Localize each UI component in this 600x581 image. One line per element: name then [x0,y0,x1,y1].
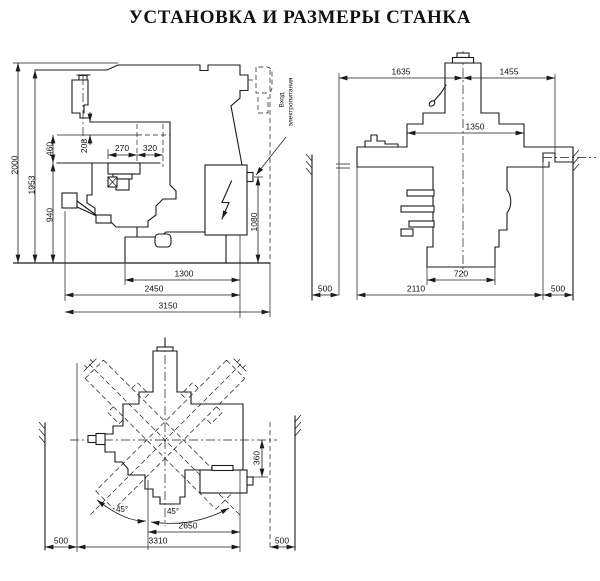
dim-360: 360 [252,439,268,478]
dim-1300: 1300 [124,264,241,285]
dim-label: 460 [45,142,55,156]
dim-label: 1350 [466,122,485,132]
dim-label: 320 [143,143,157,153]
dim-3310: 3310 [76,363,241,552]
wall-right [294,414,302,551]
wall-right [572,149,580,301]
dim-500-left: 500 [311,284,340,298]
plan-machine-outline [356,52,574,268]
lamp-arm [61,192,112,224]
dim-3150: 3150 [64,263,271,317]
dim-label: 1455 [500,67,519,77]
dim-2450: 2450 [64,211,241,301]
swivel-machine-outline [87,337,254,505]
dim-label: 500 [275,536,289,546]
dim-208: 208 [79,112,93,153]
dim-label: 208 [79,139,89,153]
dim-label: 940 [45,208,55,222]
angle-label: 45° [116,505,128,514]
dim-label: 1300 [175,269,194,279]
arbor-handle [95,432,106,446]
support-symbol [107,176,118,188]
dim-label: 2450 [145,284,164,294]
dim-1635: 1635 [338,67,464,295]
power-input-callout: Вход электропитания [255,77,295,176]
wall-left [38,421,46,551]
dim-500-right: 500 [542,284,574,298]
dim-label: 1635 [392,67,411,77]
dim-1455: 1455 [462,67,556,162]
wall-left [305,153,313,301]
dim-label: 500 [54,536,68,546]
side-tab [400,205,435,213]
dim-label: 3310 [149,536,168,546]
dim-label: 360 [252,451,262,465]
dim-label: 500 [551,284,565,294]
dim-2650: 2650 [147,470,241,552]
plan-view: 1635 1455 1350 720 2110 500 500 [305,51,596,301]
base-opening [154,233,172,248]
dim-720: 720 [426,267,496,285]
dim-270: 270 [107,143,138,158]
dim-label: 270 [115,143,129,153]
dim-1080: 1080 [249,176,263,264]
lightning-icon [221,180,233,220]
dim-460: 460 [45,134,56,164]
side-tab [400,228,414,237]
dim-label: 1080 [249,212,259,231]
power-input-label-line1: Вход [279,92,286,107]
dim-2110: 2110 [356,162,544,300]
dim-320: 320 [136,143,164,158]
power-connector [246,171,254,183]
dim-500-left: 500 [44,536,78,550]
dim-label: 2110 [407,284,426,294]
drawing-title: УСТАНОВКА И РАЗМЕРЫ СТАНКА [128,7,472,28]
dim-label: 1953 [27,175,37,194]
angle-label: 45° [167,507,179,516]
power-connector [246,476,254,486]
table [107,162,141,175]
electrical-cabinet [204,164,254,236]
dim-label: 3150 [159,301,178,311]
dim-1953: 1953 [27,69,38,264]
power-input-label-line2: электропитания [288,77,295,126]
dim-label: 2000 [10,155,20,174]
swivel-arc-right: 45° [150,507,230,526]
dim-label: 720 [454,269,468,279]
dim-940: 940 [45,162,56,264]
clamp-lever [428,84,447,107]
swung-position-dashed [248,66,273,263]
swivel-view: 360 45° 45° 2650 3310 500 500 [38,337,302,552]
swung-position-plus45 [95,358,247,510]
dim-label: 500 [318,284,332,294]
side-view: 2000 1953 940 460 208 270 320 [10,62,295,318]
dim-1350: 1350 [406,122,525,147]
table-assembly [56,124,170,191]
break-marks [336,163,350,169]
dim-500-right: 500 [269,536,296,550]
dim-label: 2650 [179,521,198,531]
side-tab [406,189,435,197]
swivel-arc-left: 45° [96,499,147,524]
side-tab [408,220,435,228]
